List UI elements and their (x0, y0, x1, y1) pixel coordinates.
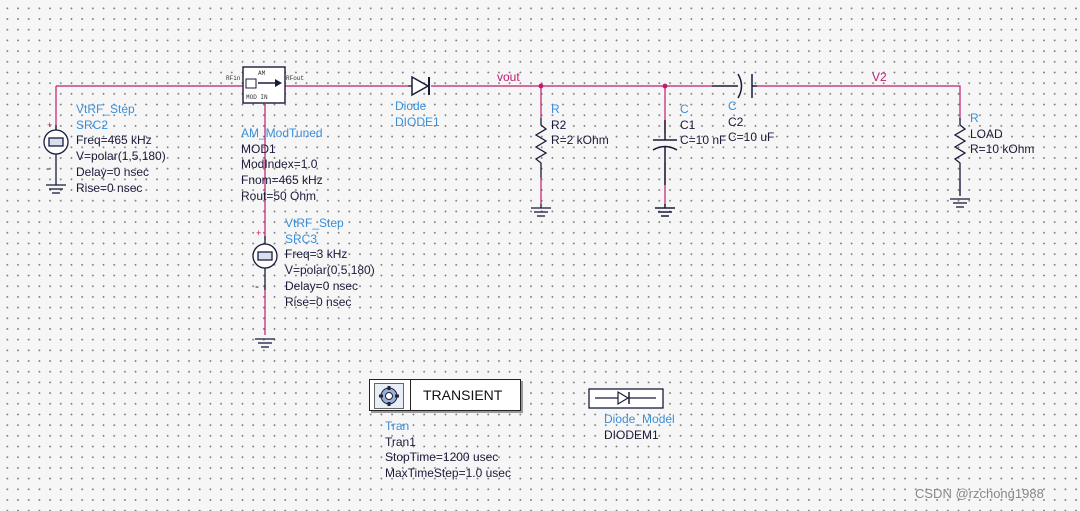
src2-v: V=polar(1,5,180) (76, 149, 166, 164)
mod1-symbol[interactable] (242, 66, 286, 104)
mod1-fnom: Fnom=465 kHz (241, 173, 323, 188)
mod1-name: MOD1 (241, 141, 276, 156)
load-symbol[interactable] (950, 118, 970, 208)
mod1-rfout: RFout (286, 75, 305, 82)
transient-button-label: TRANSIENT (410, 380, 520, 410)
src3-v: V=polar(0.5,180) (285, 263, 375, 278)
wire-src2-to-mod (55, 85, 243, 130)
junction-vout (538, 83, 544, 89)
load-value: R=10 kOhm (970, 142, 1035, 157)
c2-type: C (728, 99, 737, 113)
watermark: CSDN @rzchong1988 (915, 486, 1044, 501)
r2-type: R (551, 102, 560, 116)
src2-minus: - (46, 161, 50, 175)
src2-name: SRC2 (76, 117, 109, 132)
tran-name: Tran1 (385, 434, 416, 449)
src2-symbol[interactable] (43, 125, 69, 194)
load-name: LOAD (970, 126, 1003, 141)
c1-symbol[interactable] (652, 120, 678, 217)
mod1-box-top: AM (258, 70, 266, 77)
transient-controller[interactable]: TRANSIENT (369, 379, 521, 411)
diode1-symbol[interactable] (408, 75, 430, 97)
r2-labels: R R2 R=2 kOhm (551, 102, 609, 149)
mod1-rout: Rout=50 Ohm (241, 188, 317, 203)
src3-name: SRC3 (285, 231, 318, 246)
c1-value: C=10 nF (680, 133, 727, 148)
mod1-box-bottom: MOD IN (246, 94, 268, 101)
junction-c1 (662, 83, 668, 89)
c1-type: C (680, 102, 689, 116)
diode-model-name: DIODEM1 (604, 427, 659, 442)
src3-minus: - (255, 279, 259, 293)
c2-symbol[interactable] (712, 73, 757, 99)
src3-delay: Delay=0 nsec (285, 278, 359, 293)
r2-value: R=2 kOhm (551, 133, 609, 148)
src2-labels: VtRF_Step SRC2 Freq=465 kHz V=polar(1,5,… (76, 102, 166, 196)
c1-labels: C C1 C=10 nF (680, 102, 726, 149)
src3-symbol[interactable] (252, 236, 278, 348)
src3-type: VtRF_Step (285, 216, 344, 230)
diode1-type: Diode (395, 99, 427, 113)
src3-freq: Freq=3 kHz (285, 247, 348, 262)
diode1-name: DIODE1 (395, 114, 440, 129)
tran-type: Tran (385, 419, 410, 433)
mod1-rfin: RFin (226, 75, 241, 82)
c2-labels: C C2 C=10 uF (728, 99, 774, 146)
net-label-v2: V2 (872, 70, 887, 84)
mod1-modindex: ModIndex=1.0 (241, 157, 318, 172)
tran-maxstep: MaxTimeStep=1.0 usec (385, 466, 511, 481)
diode-model-type: Diode_Model (604, 412, 675, 426)
net-label-vout: vout (497, 70, 520, 84)
src2-rise: Rise=0 nsec (76, 180, 143, 195)
mod1-labels: AM_ModTuned MOD1 ModIndex=1.0 Fnom=465 k… (241, 126, 323, 205)
tran-stoptime: StopTime=1200 usec (385, 450, 499, 465)
diode-model-symbol[interactable] (588, 388, 664, 409)
load-type: R (970, 111, 979, 125)
r2-name: R2 (551, 117, 567, 132)
c1-name: C1 (680, 117, 696, 132)
src3-plus: + (256, 228, 262, 238)
tran-labels: Tran Tran1 StopTime=1200 usec MaxTimeSte… (385, 419, 511, 482)
junctions (538, 83, 668, 89)
mod1-type: AM_ModTuned (241, 126, 323, 140)
transient-icon (374, 383, 404, 409)
r2-symbol[interactable] (531, 118, 551, 217)
src2-freq: Freq=465 kHz (76, 133, 152, 148)
src2-plus: + (47, 120, 53, 130)
c2-value: C=10 uF (728, 130, 775, 145)
src3-rise: Rise=0 nsec (285, 294, 352, 309)
src2-type: VtRF_Step (76, 102, 135, 116)
wires (55, 85, 961, 335)
load-labels: R LOAD R=10 kOhm (970, 111, 1034, 158)
diode-model-labels: Diode_Model DIODEM1 (604, 412, 675, 443)
src3-labels: VtRF_Step SRC3 Freq=3 kHz V=polar(0.5,18… (285, 216, 375, 310)
src2-delay: Delay=0 nsec (76, 164, 150, 179)
c2-name: C2 (728, 114, 744, 129)
diode1-labels: Diode DIODE1 (395, 99, 440, 130)
